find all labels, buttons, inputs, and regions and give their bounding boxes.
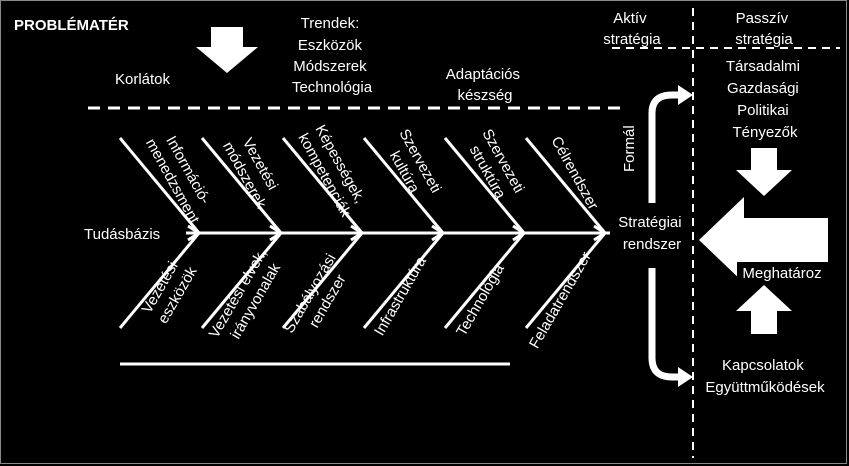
diagram-title: PROBLÉMATÉR — [14, 17, 129, 34]
factor-factors: Tényezők — [732, 124, 798, 141]
strategic-system-label-1: Stratégiai — [618, 214, 681, 231]
determines-left-arrow — [699, 197, 828, 283]
active-strategy-label-2: stratégia — [603, 31, 661, 48]
trends-down-arrow — [196, 27, 258, 73]
passive-strategy-label-2: stratégia — [735, 31, 793, 48]
trends-item-technology: Technológia — [292, 79, 373, 96]
active-strategy-label-1: Aktív — [613, 10, 647, 27]
relations-up-arrow — [736, 285, 792, 334]
relations-label-1: Kapcsolatok — [722, 357, 804, 374]
bone-label-competences: Képességek, kompetenciák — [294, 121, 371, 220]
factor-social: Társadalmi — [726, 58, 800, 75]
bone-label-infrastructure: Infrastruktúra — [371, 253, 430, 339]
svg-text:Stratégiai rendszer: Stratégiai rendszer — [618, 214, 686, 253]
svg-text:Kapcsolatok Együttműködése: Kapcsolatok Együttműködések — [705, 357, 825, 396]
bone-label-task-system: Feladatrendszer — [526, 249, 595, 351]
svg-text:Passzív stratégia: Passzív stratégia — [735, 10, 793, 48]
bone-label-organizational-structure: Szervezeti struktúra — [462, 126, 529, 208]
adaptive-label-2: készség — [457, 87, 512, 104]
bone-label-management-tools: Vezetési eszközök — [138, 254, 201, 327]
forms-label: Formál — [621, 125, 638, 172]
constraints-label: Korlátok — [115, 71, 171, 88]
trends-label: Trendek: — [301, 15, 360, 32]
factors-down-arrow — [736, 148, 792, 196]
factor-economic: Gazdasági — [727, 80, 799, 97]
svg-text:Társadalmi Gazdasági P: Társadalmi Gazdasági Politikai Tényezők — [726, 58, 804, 141]
determines-label-bg — [737, 262, 828, 284]
svg-text:Adaptációs készség: Adaptációs készség — [446, 66, 524, 104]
bone-label-technology: Technológia — [453, 261, 508, 339]
bone-label-regulation-system: Szabályozási rendszer — [281, 247, 358, 345]
trends-item-methods: Módszerek — [293, 58, 367, 75]
fishbone-bones — [118, 137, 607, 329]
forms-curved-arrows — [648, 85, 693, 387]
factor-political: Politikai — [737, 102, 789, 119]
bone-label-management-principles: Vezetési elvek, irányvonalak — [206, 242, 289, 350]
relations-label-2: Együttműködések — [705, 379, 825, 396]
svg-text:Aktív stratégia: Aktív stratégia — [603, 10, 661, 48]
strategic-system-label-2: rendszer — [623, 236, 681, 253]
knowledge-base-label: Tudásbázis — [84, 226, 160, 243]
adaptive-label-1: Adaptációs — [446, 66, 520, 83]
passive-strategy-label-1: Passzív — [736, 10, 789, 27]
trends-item-tools: Eszközök — [298, 37, 363, 54]
determines-label: Meghatároz — [742, 265, 821, 282]
svg-text:Trendek: Eszközök Móds: Trendek: Eszközök Módszerek Technológia — [292, 15, 373, 96]
